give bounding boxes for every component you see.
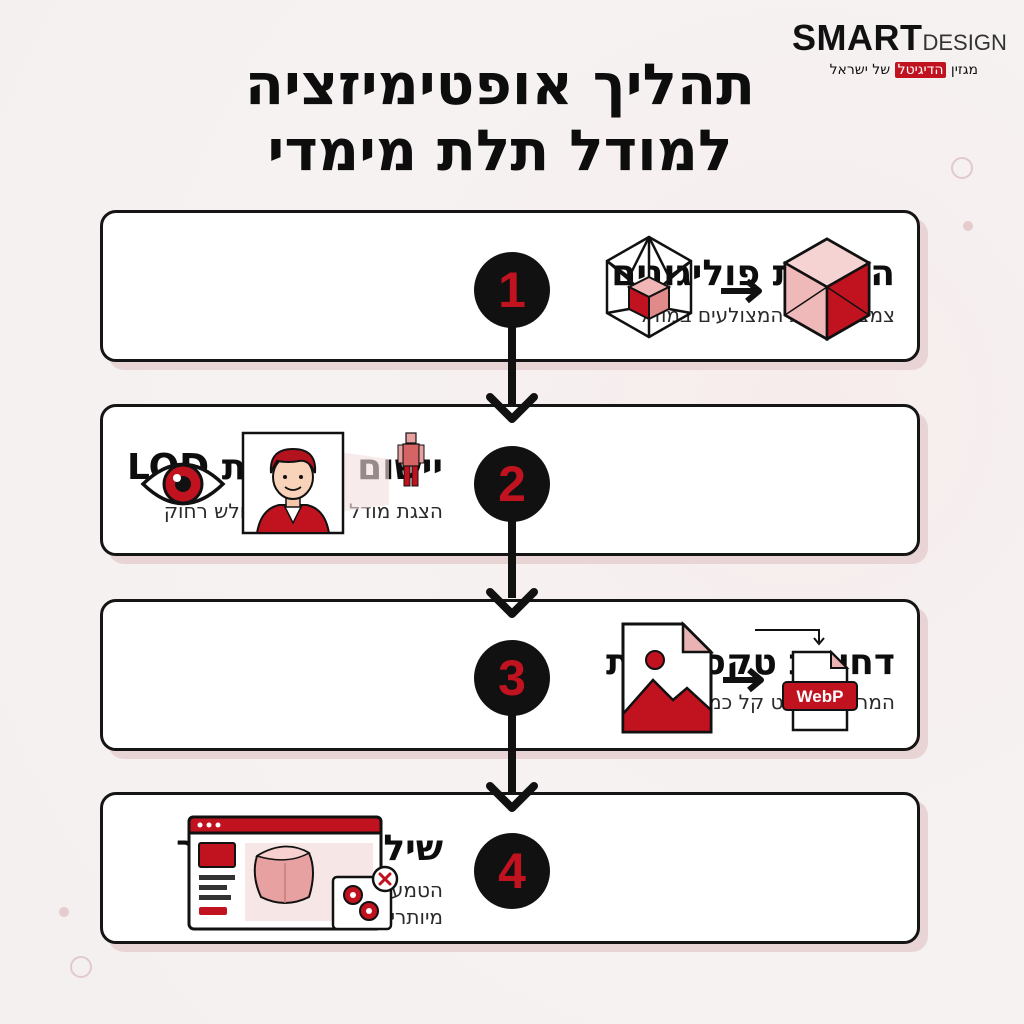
- decor-dot: [963, 221, 973, 231]
- logo-tagline-highlight: הדיגיטל: [894, 62, 947, 78]
- page-title-line1: תהליך אופטימיזציה: [244, 52, 756, 118]
- brand-logo: SMARTDESIGN מגזין הדיגיטל של ישראל: [792, 17, 1007, 78]
- step-4-number: 4: [474, 833, 550, 909]
- flow-arrowhead-1-2: [486, 393, 538, 423]
- eye-distance-icon: [140, 431, 425, 535]
- step-3-number: 3: [474, 640, 550, 716]
- decor-circle: [951, 157, 973, 179]
- decor-circle: [70, 956, 92, 978]
- flow-arrowhead-3-4: [486, 782, 538, 812]
- page-title: תהליך אופטימיזציה למודל תלת מימדי: [180, 52, 820, 184]
- page-title-line2: למודל תלת מימדי: [267, 118, 733, 184]
- polygon-reduction-icon: [605, 235, 872, 342]
- image-to-webp-icon: WebP: [621, 620, 858, 734]
- logo-tagline: מגזין הדיגיטל של ישראל: [792, 62, 978, 78]
- decor-dot: [59, 907, 69, 917]
- logo-tagline-end: של ישראל: [829, 62, 891, 78]
- flow-arrowhead-2-3: [486, 588, 538, 618]
- logo-tagline-start: מגזין: [950, 62, 978, 78]
- webp-badge-label: WebP: [797, 687, 844, 706]
- step-1-number: 1: [474, 252, 550, 328]
- logo-brand-bold: SMART: [792, 17, 923, 58]
- step-2-number: 2: [474, 446, 550, 522]
- logo-brand-light: DESIGN: [922, 30, 1007, 55]
- browser-cube-icon: [187, 815, 399, 931]
